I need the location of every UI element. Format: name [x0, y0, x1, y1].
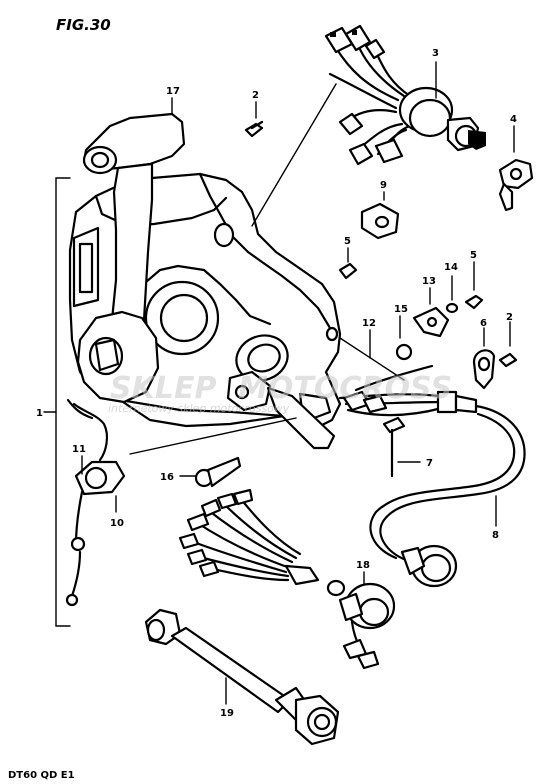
wiring-harness-18	[178, 488, 396, 670]
cable-clamp	[360, 191, 400, 240]
bolt-16	[179, 456, 242, 488]
label-18: 18	[356, 560, 370, 571]
part-labels: 1 2 2 3 4 5 5 6 7 8 9 10 11 12 13 14 15 …	[36, 48, 517, 719]
label-17: 17	[166, 86, 180, 97]
watermark: SKLEP MOTOCROSS internetowy sklep motocr…	[108, 371, 452, 415]
throttle-lever	[76, 112, 336, 450]
emergency-stop-switch	[65, 398, 126, 607]
label-5b: 5	[470, 250, 477, 261]
label-2b: 2	[506, 312, 513, 323]
label-2a: 2	[252, 90, 259, 101]
label-10: 10	[110, 518, 124, 529]
label-7: 7	[426, 458, 433, 469]
label-8: 8	[492, 530, 499, 541]
clip-6	[472, 327, 496, 390]
label-13: 13	[422, 276, 436, 287]
label-14: 14	[444, 262, 458, 273]
label-15: 15	[394, 304, 408, 315]
wiring-cable-8	[369, 404, 526, 588]
bracket-cluster	[369, 275, 459, 361]
screw-top	[244, 101, 264, 138]
wiring-harness-12	[338, 364, 478, 417]
leader-lines	[129, 83, 405, 455]
main-switch	[324, 24, 486, 166]
label-9: 9	[380, 180, 387, 191]
label-16: 16	[160, 472, 174, 483]
bolt-7	[382, 416, 421, 478]
label-11: 11	[72, 444, 86, 455]
label-3: 3	[432, 48, 439, 59]
watermark-text-c: internetowy sklep motocrossowy	[108, 402, 290, 415]
figure-code: DT60 QD E1	[8, 770, 75, 781]
label-4: 4	[510, 114, 517, 125]
label-19: 19	[220, 708, 234, 719]
screw-5-right	[464, 261, 484, 310]
label-5a: 5	[344, 236, 351, 247]
extension-cable-19	[144, 608, 340, 746]
label-1: 1	[36, 408, 43, 419]
screw-2-right	[498, 321, 518, 368]
label-6: 6	[480, 318, 487, 329]
watermark-text-b: MOTOCROSS	[238, 371, 452, 406]
ignition-key	[498, 125, 534, 212]
figure-title: FIG.30	[56, 16, 111, 34]
assembly-bracket	[43, 177, 71, 627]
watermark-text-a: SKLEP	[110, 371, 216, 406]
label-12: 12	[362, 318, 376, 329]
screw-5-left	[338, 247, 358, 280]
